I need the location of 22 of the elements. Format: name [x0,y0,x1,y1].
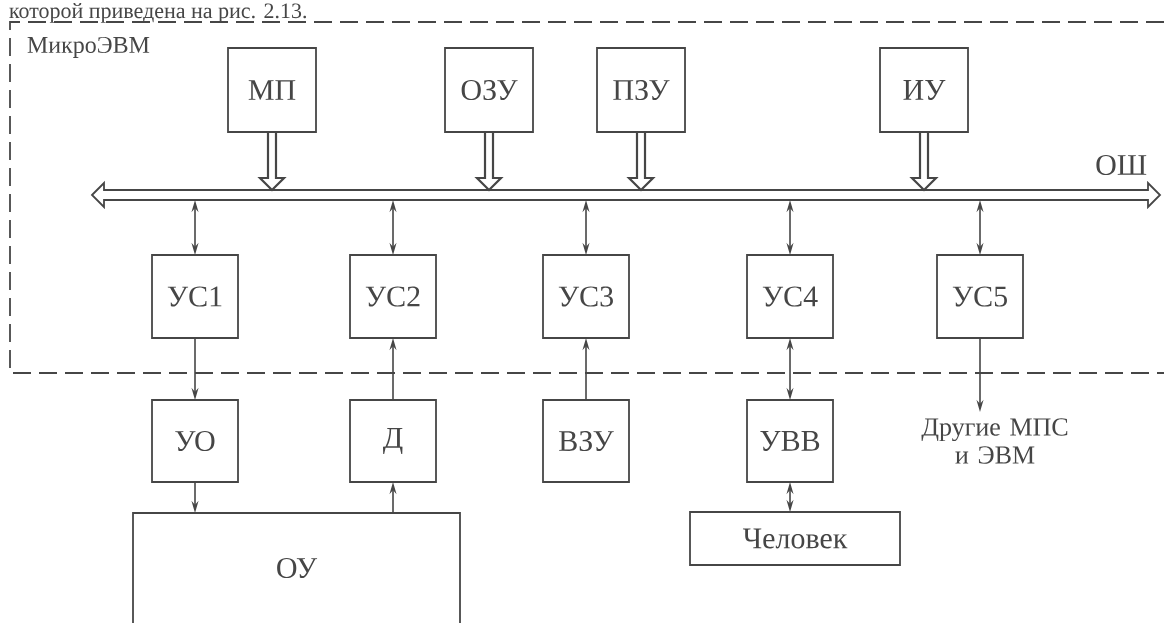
block-box: ПЗУ [596,47,686,133]
block-box: ОУ [132,512,461,623]
node-label: ОШ [1096,154,1147,176]
block-box: ВЗУ [542,399,630,483]
block-box: ИУ [879,47,969,133]
hollow-arrow [257,130,287,192]
block-box: УВВ [746,399,834,483]
block-box: УС5 [936,254,1024,339]
block-box: УО [151,399,239,483]
block-box: УС3 [542,254,630,339]
block-box: МП [227,47,317,133]
hollow-arrow [909,130,939,192]
caption-text: которой приведена на рис. 2.13. [9,2,306,23]
block-box: УС2 [349,254,437,339]
block-box: УС1 [151,254,239,339]
block-box: ОЗУ [444,47,534,133]
block-box: Д [349,399,437,483]
block-box: УС4 [746,254,834,339]
block-box: Человек [689,511,901,566]
hollow-arrow [474,130,504,192]
hollow-arrow [626,130,656,192]
note-text: Другие МПС и ЭВМ [921,418,1068,464]
